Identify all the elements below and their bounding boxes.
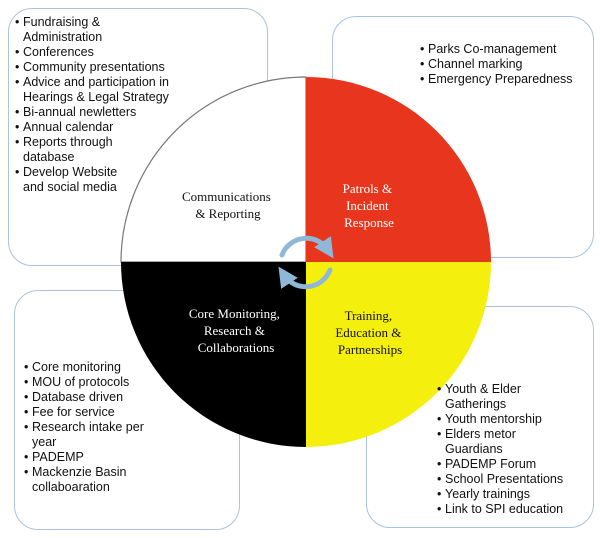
quadrant-training (306, 262, 491, 447)
list-item: Advice and participation in Hearings & L… (15, 75, 215, 105)
list-item: Database driven (24, 390, 194, 405)
list-item: Elders metor Guardians (437, 427, 597, 457)
list-item: Youth & Elder Gatherings (437, 382, 597, 412)
cycle-arrow-top (279, 235, 334, 259)
list-item: Annual calendar (15, 120, 215, 135)
list-item: Channel marking (420, 57, 600, 72)
list-item: Community presentations (15, 60, 215, 75)
list-item: Emergency Preparedness (420, 72, 600, 87)
list-item: Conferences (15, 45, 215, 60)
core-monitoring-label: Core Monitoring, Research & Collaboratio… (189, 306, 283, 355)
patrols-label: Patrols & Incident Response (343, 181, 396, 230)
list-item: Fee for service (24, 405, 194, 420)
training-label: Training, Education & Partnerships (335, 308, 404, 357)
list-item: Reports through database (15, 135, 215, 165)
list-item: Fundraising & Administration (15, 15, 215, 45)
patrols-list: Parks Co-managementChannel markingEmerge… (420, 42, 600, 87)
list-item: MOU of protocols (24, 375, 194, 390)
list-item: School Presentations (437, 472, 597, 487)
list-item: Develop Website and social media (15, 165, 215, 195)
quadrant-core (121, 262, 306, 447)
list-item: Mackenzie Basin collaboaration (24, 465, 194, 495)
list-item: Yearly trainings (437, 487, 597, 502)
list-item: PADEMP Forum (437, 457, 597, 472)
list-item: Youth mentorship (437, 412, 597, 427)
list-item: Parks Co-management (420, 42, 600, 57)
list-item: Link to SPI education (437, 502, 597, 517)
list-item: Research intake per year (24, 420, 194, 450)
cycle-arrow-bottom (278, 266, 333, 290)
training-list: Youth & Elder GatheringsYouth mentorship… (437, 382, 597, 517)
communications-list: Fundraising & AdministrationConferencesC… (15, 15, 215, 195)
list-item: Bi-annual newletters (15, 105, 215, 120)
core-monitoring-list: Core monitoringMOU of protocolsDatabase … (24, 360, 194, 495)
list-item: Core monitoring (24, 360, 194, 375)
list-item: PADEMP (24, 450, 194, 465)
quadrant-patrols (306, 77, 491, 262)
